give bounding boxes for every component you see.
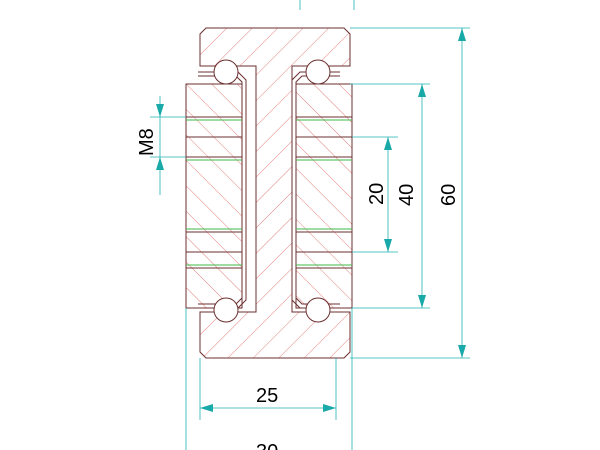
dimension-20-label: 20 [366,183,388,205]
right-block-outline [295,83,353,309]
thread-label: M8 [136,128,158,156]
dimension-60-label: 60 [438,184,460,206]
right-block [295,83,353,309]
dimension-40-label: 40 [396,184,418,206]
ball-bottom-left [213,297,239,323]
rail-outline [199,27,351,359]
rail-body [199,27,351,359]
thread-lines [186,119,352,266]
ball-top-right [305,59,331,85]
arrowheads [156,28,466,412]
ball-top-left [213,59,239,85]
left-block-outline [185,83,243,309]
ball-bottom-right [305,297,331,323]
dimension-30-label: 30 [256,441,278,450]
block-section-lines [186,116,352,269]
dimension-25-label: 25 [256,385,278,407]
left-block [185,83,243,309]
bearing-balls [213,59,331,323]
